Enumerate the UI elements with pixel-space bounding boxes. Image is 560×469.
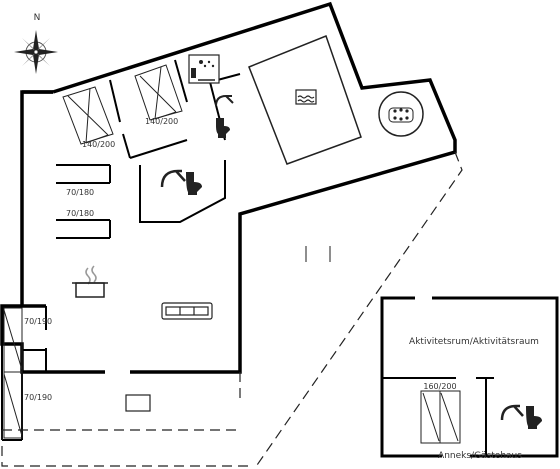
annex-interior-walls	[382, 377, 494, 456]
bunk-bottom-label: 70/190	[24, 393, 52, 402]
shower-icon	[500, 404, 524, 421]
annex-caption: Anneks/Gästehaus	[438, 451, 522, 461]
bunk-bed	[3, 307, 23, 439]
terrace-outline	[1, 151, 463, 469]
bed-single-lower-label: 70/180	[66, 209, 94, 218]
compass-north-label: N	[34, 13, 41, 23]
annex-activity-room-label: Aktivitetsrum/Aktivitätsraum	[409, 337, 539, 347]
sliding-door-marks	[305, 246, 331, 262]
bed-double-right	[134, 64, 183, 121]
bed-double-left-label: 140/200	[82, 140, 115, 149]
bed-single-upper-label: 70/180	[66, 188, 94, 197]
toilet-icon	[216, 118, 230, 138]
bunk-top-label: 70/190	[24, 317, 52, 326]
shower-icon	[215, 95, 234, 107]
bed-double-left	[62, 86, 114, 145]
bed-double-right-label: 140/200	[145, 117, 178, 126]
sofa-icon	[161, 302, 213, 320]
annex-bed-label: 160/200	[423, 382, 456, 391]
sauna-icon	[188, 54, 220, 84]
whirlpool-icon	[378, 91, 424, 137]
toilet-icon	[186, 172, 202, 195]
shower-icon	[160, 169, 186, 188]
interior-walls	[22, 59, 241, 351]
cooking-pot-icon	[72, 265, 108, 298]
pool-icon	[295, 89, 317, 105]
compass-icon: N	[14, 13, 58, 74]
annex-bed	[420, 390, 461, 444]
pool	[248, 35, 362, 165]
entrance-step	[125, 394, 151, 412]
toilet-icon	[526, 406, 542, 429]
